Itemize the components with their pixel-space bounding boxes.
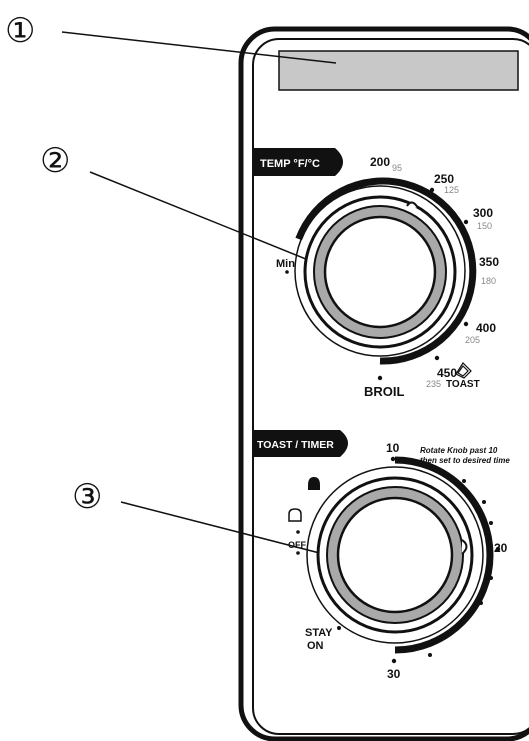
timer-instruction-line-1: Rotate Knob past 10 xyxy=(420,446,498,455)
control-panel xyxy=(238,26,529,741)
timer-thirty-label: 30 xyxy=(387,667,401,681)
temp-mark-350-f: 350 xyxy=(479,255,499,269)
timer-knob[interactable] xyxy=(316,476,474,634)
callout-2-number: ② xyxy=(40,141,70,181)
temp-section: TEMP °F/°C Min 200 95 250 125 xyxy=(253,148,499,399)
temp-mark-200-f: 200 xyxy=(370,155,390,169)
display-window xyxy=(278,50,519,91)
timer-knob-pointer xyxy=(461,539,468,555)
temp-mark-400-f: 400 xyxy=(476,321,496,335)
temp-mark-200-c: 95 xyxy=(392,163,402,173)
dark-toast-icon xyxy=(308,477,320,490)
timer-section: TOAST / TIMER Rotate Knob past 10 then s… xyxy=(253,430,510,681)
callout-1-number: ① xyxy=(5,11,35,51)
temp-knob[interactable] xyxy=(303,195,457,349)
temp-badge-label: TEMP °F/°C xyxy=(260,158,320,170)
temp-mark-400-c: 205 xyxy=(465,335,480,345)
temp-mark-300-f: 300 xyxy=(473,206,493,220)
timer-instruction-line-2: then set to desired time xyxy=(420,456,510,465)
temp-mark-300-c: 150 xyxy=(477,221,492,231)
timer-off-label: OFF xyxy=(288,540,306,550)
temp-scale-dots xyxy=(285,178,475,381)
timer-ten-label: 10 xyxy=(386,441,400,455)
timer-scale-arc xyxy=(394,456,494,654)
temp-broil-label: BROIL xyxy=(364,384,405,399)
timer-on-label: ON xyxy=(307,640,324,652)
temp-mark-450-c: 235 xyxy=(426,379,441,389)
temp-toast-label: TOAST xyxy=(446,379,480,390)
timer-twenty-label: 20 xyxy=(494,541,508,555)
toast-icon xyxy=(455,362,472,379)
timer-scale-dots xyxy=(296,456,501,664)
temp-knob-pointer xyxy=(406,201,419,209)
timer-badge: TOAST / TIMER xyxy=(253,430,348,457)
timer-badge-label: TOAST / TIMER xyxy=(257,439,334,451)
temp-badge: TEMP °F/°C xyxy=(253,148,343,176)
temp-min-label: Min xyxy=(276,258,295,270)
callout-3-number: ③ xyxy=(72,477,102,517)
callout-1: ① xyxy=(5,11,337,64)
temp-mark-350-c: 180 xyxy=(481,276,496,286)
temp-mark-250-f: 250 xyxy=(434,172,454,186)
light-toast-icon xyxy=(288,508,302,522)
timer-stay-label: STAY xyxy=(305,627,333,639)
temp-mark-450-f: 450 xyxy=(437,366,457,380)
temp-scale-arc xyxy=(295,177,477,365)
temp-mark-250-c: 125 xyxy=(444,185,459,195)
